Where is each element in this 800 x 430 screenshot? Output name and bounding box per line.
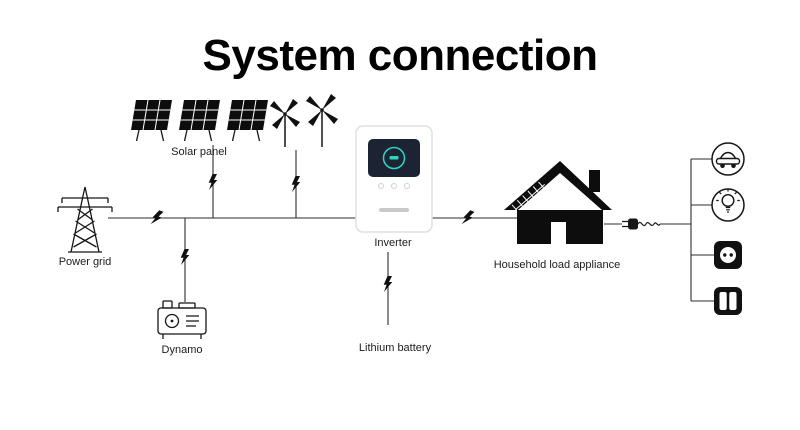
inverter-icon (355, 125, 433, 233)
label-household-load: Household load appliance (493, 259, 621, 271)
solar-panel-icon (179, 99, 220, 142)
roof-solar-panel (511, 181, 547, 210)
label-inverter: Inverter (374, 237, 412, 249)
label-lithium-battery: Lithium battery (358, 342, 432, 354)
house-chimney (589, 170, 600, 192)
electric-car-icon (711, 142, 745, 176)
light-bulb-icon (711, 188, 745, 222)
house-icon (504, 161, 612, 244)
house-door (551, 222, 566, 244)
wind-turbines-icon (270, 94, 338, 147)
house-roof (504, 161, 612, 210)
cord-squiggle (637, 221, 661, 227)
wind-turbine-icon (306, 94, 338, 147)
light-switch-icon (714, 287, 742, 315)
plug-icon (622, 218, 661, 230)
label-dynamo: Dynamo (161, 344, 203, 356)
page-title: System connection (202, 31, 598, 81)
solar-panel-icon (131, 99, 172, 142)
label-power-grid: Power grid (58, 256, 112, 268)
label-solar-panel: Solar panel (171, 146, 227, 158)
inverter-logo-mark (379, 208, 409, 212)
solar-panel-icon (227, 99, 268, 142)
power-grid-icon (57, 186, 113, 253)
solar-panels-icon (131, 99, 268, 142)
wind-turbine-icon (270, 99, 300, 147)
power-socket-icon (714, 241, 742, 269)
dynamo-icon (157, 300, 207, 339)
appliance-icons (711, 142, 745, 315)
